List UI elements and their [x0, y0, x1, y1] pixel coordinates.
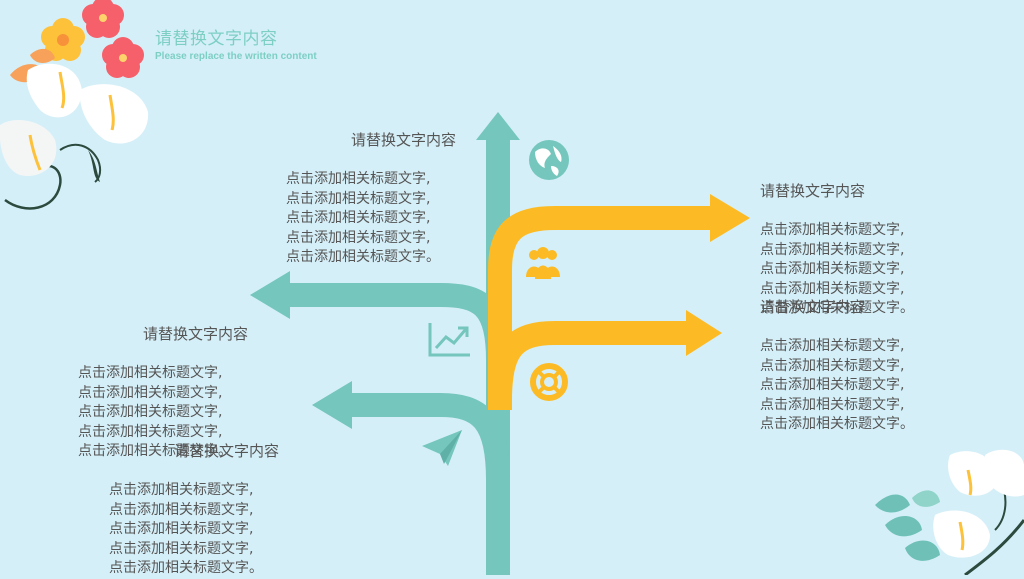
block-line: 点击添加相关标题文字。 — [78, 443, 232, 459]
block-line: 点击添加相关标题文字, — [78, 384, 223, 401]
block-line: 点击添加相关标题文字, — [760, 338, 905, 354]
block-line: 点击添加相关标题文字, — [760, 222, 905, 238]
branch-right-lower — [488, 321, 688, 401]
text-block-left-lower: 请替换文字内容 点击添加相关标题文字, 点击添加相关标题文字, 点击添加相关标题… — [109, 440, 279, 579]
block-body: 点击添加相关标题文字, 点击添加相关标题文字, 点击添加相关标题文字, 点击添加… — [78, 364, 248, 462]
block-line: 点击添加相关标题文字, — [760, 261, 905, 277]
paper-plane-icon — [422, 430, 462, 466]
block-line: 点击添加相关标题文字, — [109, 521, 254, 537]
block-line: 点击添加相关标题文字, — [78, 404, 223, 420]
flower-cluster-top-left — [0, 0, 149, 210]
branch-left-lower — [350, 393, 510, 481]
block-line: 点击添加相关标题文字, — [286, 210, 431, 226]
block-line: 点击添加相关标题文字。 — [286, 249, 440, 265]
block-heading: 请替换文字内容 — [760, 182, 866, 200]
block-line: 点击添加相关标题文字, — [286, 171, 431, 187]
arrowhead-up — [476, 112, 520, 140]
block-heading: 请替换文字内容 — [174, 442, 280, 460]
block-line: 点击添加相关标题文字, — [78, 423, 223, 440]
block-heading: 请替换文字内容 — [760, 298, 866, 316]
text-block-right-upper: 请替换文字内容 点击添加相关标题文字, 点击添加相关标题文字, 点击添加相关标题… — [760, 180, 914, 319]
arrowhead-right-upper — [710, 194, 750, 242]
lifebuoy-icon — [530, 363, 568, 401]
chart-icon — [428, 323, 470, 357]
users-icon — [526, 247, 560, 279]
block-line: 点击添加相关标题文字, — [286, 190, 431, 207]
block-heading: 请替换文字内容 — [143, 325, 249, 343]
page-title: 请替换文字内容 — [155, 29, 278, 49]
block-line: 点击添加相关标题文字, — [109, 482, 254, 498]
block-line: 点击添加相关标题文字, — [78, 365, 223, 381]
page-subtitle: Please replace the written content — [155, 51, 317, 62]
block-line: 点击添加相关标题文字。 — [760, 416, 914, 432]
block-body: 点击添加相关标题文字, 点击添加相关标题文字, 点击添加相关标题文字, 点击添加… — [760, 221, 914, 319]
arrowhead-right-lower — [686, 310, 722, 356]
text-block-left-upper: 请替换文字内容 点击添加相关标题文字, 点击添加相关标题文字, 点击添加相关标题… — [78, 323, 248, 462]
block-body: 点击添加相关标题文字, 点击添加相关标题文字, 点击添加相关标题文字, 点击添加… — [286, 170, 456, 268]
text-block-top: 请替换文字内容 点击添加相关标题文字, 点击添加相关标题文字, 点击添加相关标题… — [286, 129, 456, 268]
globe-icon — [529, 140, 569, 180]
block-line: 点击添加相关标题文字。 — [760, 300, 914, 316]
block-line: 点击添加相关标题文字, — [760, 280, 905, 297]
block-line: 点击添加相关标题文字, — [109, 501, 254, 518]
block-body: 点击添加相关标题文字, 点击添加相关标题文字, 点击添加相关标题文字, 点击添加… — [760, 337, 914, 435]
arrowhead-left-upper — [250, 271, 290, 319]
block-line: 点击添加相关标题文字。 — [109, 560, 263, 576]
arrowhead-left-lower — [312, 381, 352, 429]
text-block-right-lower: 请替换文字内容 点击添加相关标题文字, 点击添加相关标题文字, 点击添加相关标题… — [760, 296, 914, 435]
block-line: 点击添加相关标题文字, — [109, 540, 254, 557]
branch-right-upper — [488, 206, 712, 410]
block-heading: 请替换文字内容 — [351, 131, 457, 149]
block-line: 点击添加相关标题文字, — [760, 241, 905, 258]
flower-cluster-bottom-right — [875, 449, 1024, 575]
block-line: 点击添加相关标题文字, — [760, 357, 905, 374]
block-line: 点击添加相关标题文字, — [760, 377, 905, 393]
yellow-arrows — [488, 206, 712, 410]
block-line: 点击添加相关标题文字, — [760, 396, 905, 413]
block-body: 点击添加相关标题文字, 点击添加相关标题文字, 点击添加相关标题文字, 点击添加… — [109, 481, 279, 579]
block-line: 点击添加相关标题文字, — [286, 229, 431, 246]
